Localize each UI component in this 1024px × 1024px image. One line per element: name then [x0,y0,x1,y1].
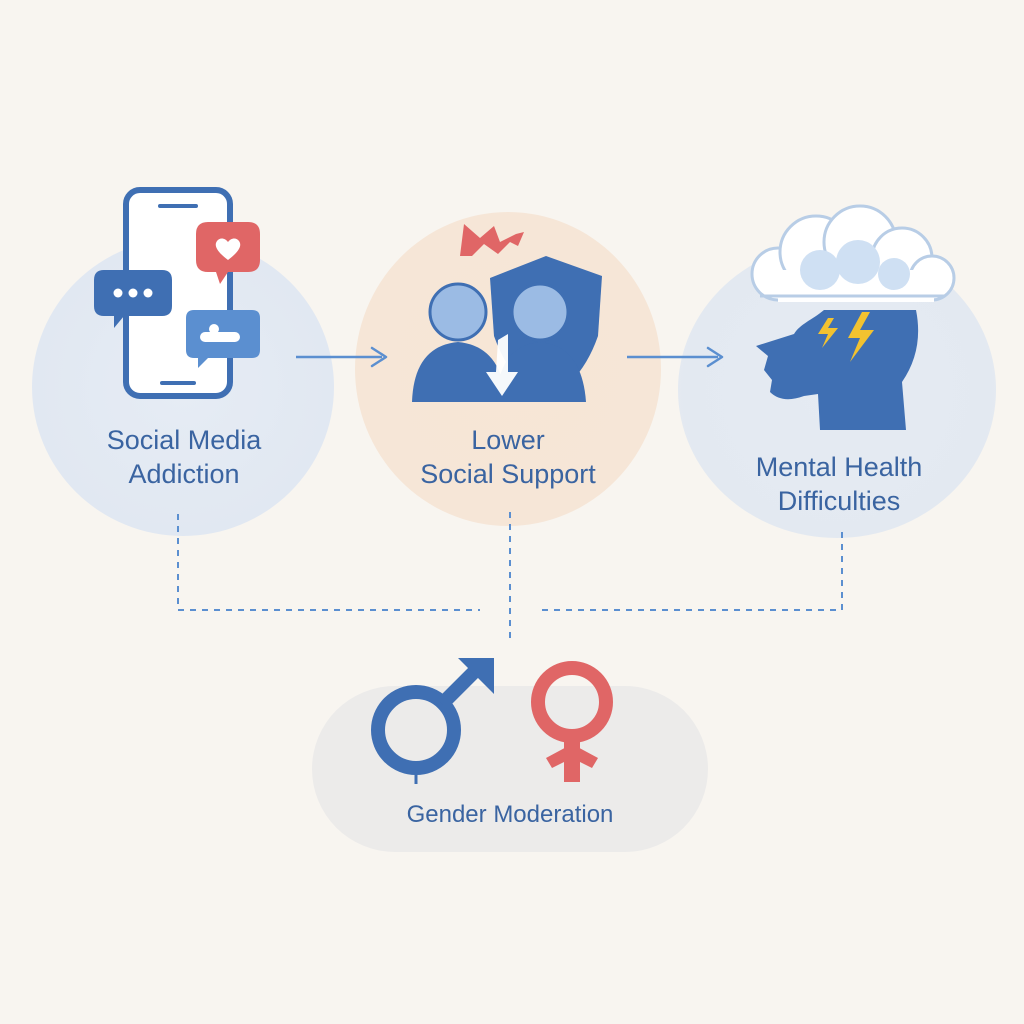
node-label-line-2: Difficulties [777,486,901,516]
dashed-moderation-lines [177,512,843,640]
node-label-line-1: Social Media [106,425,262,455]
node-label-social-media-addiction: Social Media Addiction [40,423,328,491]
arrow-b-to-c [627,346,724,368]
arrow-a-to-b [296,346,388,368]
node-label-line-2: Social Support [420,459,596,489]
female-symbol-icon [531,661,613,782]
head-storm-cloud-icon [750,204,956,430]
moderator-label: Gender Moderation [406,801,614,828]
node-label-mental-health: Mental Health Difficulties [690,450,988,518]
people-support-icon [412,224,602,402]
node-label-social-support: Lower Social Support [360,423,656,491]
node-label-line-1: Mental Health [755,452,923,482]
male-symbol-icon [371,658,494,784]
node-label-line-2: Addiction [128,459,240,489]
smartphone-social-icon [94,187,260,399]
node-label-line-1: Lower [471,425,545,455]
